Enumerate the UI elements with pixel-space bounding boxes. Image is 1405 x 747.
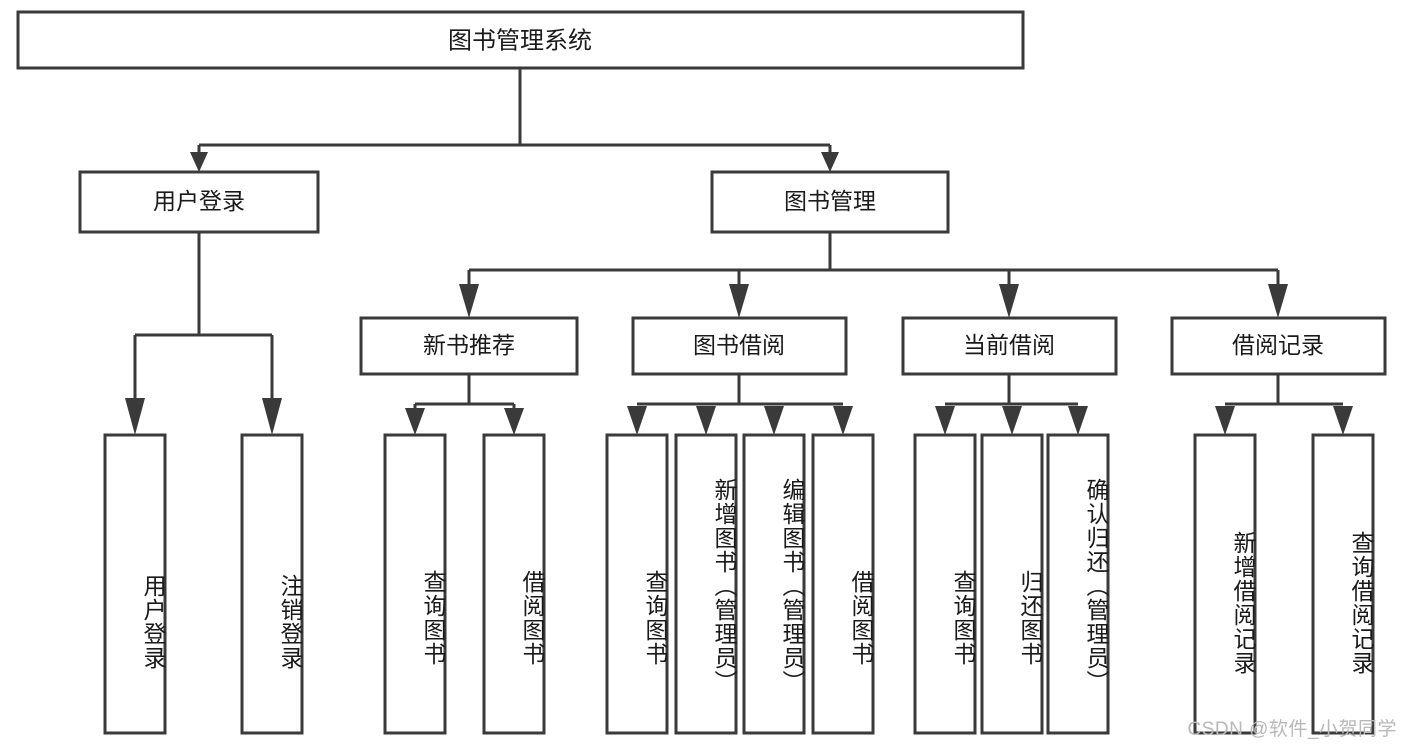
connector-group-bookmgmt	[459, 232, 1288, 318]
connector-group-borrowrecords	[1215, 374, 1353, 435]
arrow-head-leaf-bookborrow-3	[764, 406, 784, 435]
connector-group-userlogin	[125, 232, 282, 435]
leaf-box-book-borrow-2[interactable]	[674, 433, 738, 735]
arrow-head-leaf-currentborrow-2	[1002, 406, 1022, 435]
node-borrow-records-label: 借阅记录	[1232, 332, 1324, 358]
node-book-management-label: 图书管理	[784, 188, 876, 214]
node-new-book-recommend-box[interactable]	[359, 316, 579, 376]
arrow-head-currentborrow	[999, 284, 1019, 318]
node-book-management-box[interactable]	[710, 170, 950, 234]
leaf-box-borrow-records-1[interactable]	[1193, 433, 1257, 735]
leaf-box-new-book-2[interactable]	[482, 433, 546, 735]
arrow-head-leaf-currentborrow-1	[935, 406, 955, 435]
connector-group-root	[190, 68, 839, 172]
leaf-box-new-book-1[interactable]	[383, 433, 447, 735]
node-user-login-label: 用户登录	[153, 188, 245, 214]
arrow-head-leaf-bookborrow-2	[696, 406, 716, 435]
leaf-box-borrow-records-2[interactable]	[1311, 433, 1375, 735]
arrow-head-leaf-userlogin-2	[262, 398, 282, 435]
arrow-head-bookmgmt	[821, 152, 839, 172]
arrow-head-leaf-bookborrow-1	[627, 406, 647, 435]
node-current-borrow-box[interactable]	[901, 316, 1118, 376]
connector-group-bookborrow	[627, 374, 853, 435]
arrow-head-leaf-currentborrow-3	[1068, 406, 1088, 435]
leaf-box-user-login-1[interactable]	[103, 433, 167, 735]
node-borrow-records-box[interactable]	[1170, 316, 1387, 376]
leaf-box-current-borrow-3[interactable]	[1046, 433, 1110, 735]
node-book-borrow-box[interactable]	[631, 316, 848, 376]
node-user-login-box[interactable]	[78, 170, 320, 234]
arrow-head-leaf-bookborrow-4	[833, 406, 853, 435]
node-current-borrow-label: 当前借阅	[963, 332, 1055, 358]
arrow-head-leaf-borrowrecords-1	[1215, 406, 1235, 435]
node-root-box[interactable]	[16, 10, 1025, 70]
leaf-box-current-borrow-2[interactable]	[980, 433, 1044, 735]
arrow-head-newbook	[459, 284, 479, 318]
arrow-head-bookborrow	[729, 284, 749, 318]
leaf-box-book-borrow-1[interactable]	[605, 433, 669, 735]
leaf-box-book-borrow-4[interactable]	[811, 433, 875, 735]
arrow-head-borrowrecords	[1268, 284, 1288, 318]
arrow-head-leaf-newbook-2	[504, 408, 524, 435]
node-new-book-recommend-label: 新书推荐	[423, 332, 515, 358]
arrow-head-leaf-newbook-1	[405, 408, 425, 435]
connector-group-currentborrow	[935, 374, 1088, 435]
leaf-box-book-borrow-3[interactable]	[742, 433, 806, 735]
arrow-head-leaf-borrowrecords-2	[1333, 406, 1353, 435]
watermark-text: CSDN @软件_小贺同学	[1187, 719, 1397, 740]
leaf-box-user-login-2[interactable]	[240, 433, 304, 735]
node-book-borrow-label: 图书借阅	[693, 332, 785, 358]
arrow-head-userlogin	[190, 152, 208, 172]
node-root-label: 图书管理系统	[448, 27, 592, 54]
connector-group-newbook	[405, 374, 524, 435]
arrow-head-leaf-userlogin-1	[125, 398, 145, 435]
leaf-box-current-borrow-1[interactable]	[913, 433, 977, 735]
